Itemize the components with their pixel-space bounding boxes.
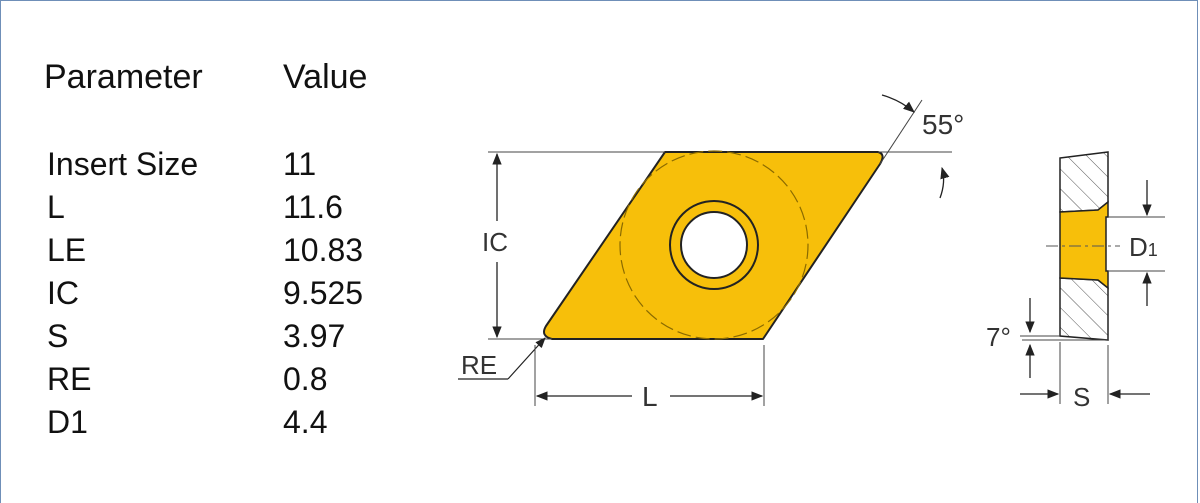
header-parameter: Parameter (44, 58, 203, 96)
angle-dimension: 55° (878, 94, 964, 199)
side-section-bottom (1059, 277, 1109, 341)
center-hole (680, 211, 748, 279)
clearance-label: 7° (986, 322, 1011, 352)
insert-top-view (543, 150, 884, 340)
header-value: Value (283, 58, 368, 96)
d1-label: D1 (1129, 232, 1158, 262)
row-le-name: LE (47, 232, 87, 268)
row-re-name: RE (47, 361, 92, 397)
l-label: L (642, 381, 658, 412)
ic-dimension: IC (482, 151, 665, 340)
inscribed-circle (619, 150, 809, 340)
row-d1-value: 4.4 (283, 404, 328, 440)
ic-label: IC (482, 227, 508, 257)
row-l-value: 11.6 (283, 189, 343, 225)
row-s-name: S (47, 318, 69, 354)
s-label: S (1073, 382, 1090, 412)
row-insert-size-name: Insert Size (47, 146, 199, 182)
re-dimension: RE (458, 337, 546, 380)
insert-side-view (1046, 151, 1120, 341)
row-insert-size-value: 11 (283, 146, 317, 182)
row-ic-name: IC (47, 275, 79, 311)
row-l-name: L (47, 189, 65, 225)
row-re-value: 0.8 (283, 361, 328, 397)
angle-label: 55° (922, 109, 964, 140)
side-section-top (1059, 151, 1109, 213)
clearance-angle-dimension: 7° (986, 298, 1108, 378)
l-dimension: L (534, 345, 765, 412)
row-d1-name: D1 (47, 404, 88, 440)
s-dimension: S (1020, 342, 1150, 412)
d1-dimension: D1 (1108, 180, 1165, 306)
row-s-value: 3.97 (283, 318, 346, 354)
row-le-value: 10.83 (283, 232, 364, 268)
row-ic-value: 9.525 (283, 275, 364, 311)
side-hole-section (1059, 200, 1109, 290)
re-label: RE (461, 350, 497, 380)
